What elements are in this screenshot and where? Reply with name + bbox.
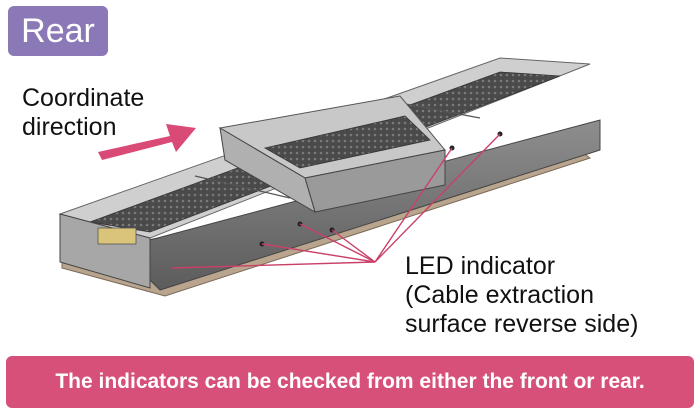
leader-lines [171, 133, 501, 269]
slider-left [219, 127, 316, 214]
coordinate-direction-line1: Coordinate [22, 84, 145, 112]
slider-belt [263, 115, 431, 169]
led-label-line2: (Cable extraction [405, 281, 594, 309]
end-connector [97, 227, 137, 245]
coordinate-direction-label: Coordinate direction [22, 84, 144, 142]
coordinate-direction-line2: direction [22, 113, 117, 141]
info-banner: The indicators can be checked from eithe… [6, 356, 694, 408]
led-label-line1: LED indicator [405, 252, 556, 280]
led-label-line3: surface reverse side) [405, 310, 639, 338]
rear-badge: Rear [8, 6, 108, 56]
led-indicator-label: LED indicator (Cable extraction surface … [405, 252, 638, 339]
direction-arrow [98, 124, 196, 160]
actuator-illustration [58, 57, 601, 297]
